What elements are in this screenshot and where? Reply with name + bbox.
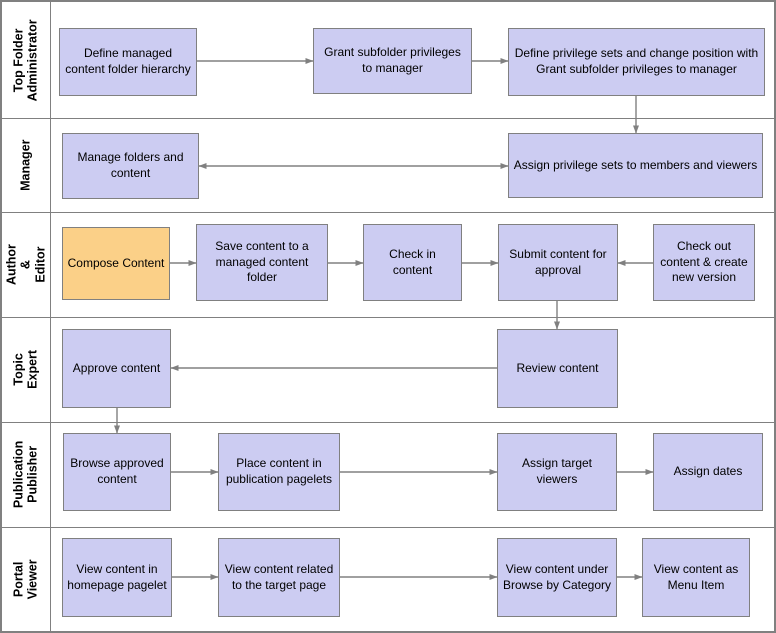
box-view-content-target-page: View content related to the target page <box>218 538 340 617</box>
lane-label-text: Publication Publisher <box>11 440 40 509</box>
box-browse-approved-content: Browse approved content <box>63 433 171 511</box>
lane-label-topic-expert: Topic Expert <box>2 317 50 422</box>
lane-separator <box>2 212 774 213</box>
box-check-in-content: Check in content <box>363 224 462 301</box>
lane-label-text: Manager <box>18 139 33 191</box>
lane-label-author-editor: Author & Editor <box>2 212 50 317</box>
lane-label-divider <box>50 2 51 631</box>
box-grant-subfolder-privileges: Grant subfolder privileges to manager <box>313 28 472 94</box>
lane-separator <box>2 527 774 528</box>
lane-label-text: Topic Expert <box>11 350 40 389</box>
lane-label-text: Top Folder Administrator <box>11 19 41 101</box>
lane-label-text: Author & Editor <box>4 244 48 285</box>
lane-separator <box>2 118 774 119</box>
box-assign-target-viewers: Assign target viewers <box>497 433 617 511</box>
lane-label-top-folder-administrator: Top Folder Administrator <box>2 2 50 118</box>
box-check-out-content: Check out content & create new version <box>653 224 755 301</box>
box-review-content: Review content <box>497 329 618 408</box>
lane-label-publication-publisher: Publication Publisher <box>2 422 50 527</box>
lane-label-portal-viewer: Portal Viewer <box>2 527 50 631</box>
lane-label-text: Portal Viewer <box>11 558 40 600</box>
box-compose-content: Compose Content <box>62 227 170 300</box>
box-save-content: Save content to a managed content folder <box>196 224 328 301</box>
lane-separator <box>2 422 774 423</box>
box-submit-content-for-approval: Submit content for approval <box>498 224 618 301</box>
lane-separator <box>2 317 774 318</box>
box-define-managed-folder-hierarchy: Define managed content folder hierarchy <box>59 28 197 96</box>
box-view-content-as-menu-item: View content as Menu Item <box>642 538 750 617</box>
box-place-content-in-pagelets: Place content in publication pagelets <box>218 433 340 511</box>
box-approve-content: Approve content <box>62 329 171 408</box>
box-view-content-browse-by-category: View content under Browse by Category <box>497 538 617 617</box>
box-view-content-homepage-pagelet: View content in homepage pagelet <box>62 538 172 617</box>
box-assign-privilege-sets: Assign privilege sets to members and vie… <box>508 133 763 198</box>
box-define-privilege-sets: Define privilege sets and change positio… <box>508 28 765 96</box>
lane-label-manager: Manager <box>2 118 50 212</box>
box-assign-dates: Assign dates <box>653 433 763 511</box>
box-manage-folders-and-content: Manage folders and content <box>62 133 199 199</box>
